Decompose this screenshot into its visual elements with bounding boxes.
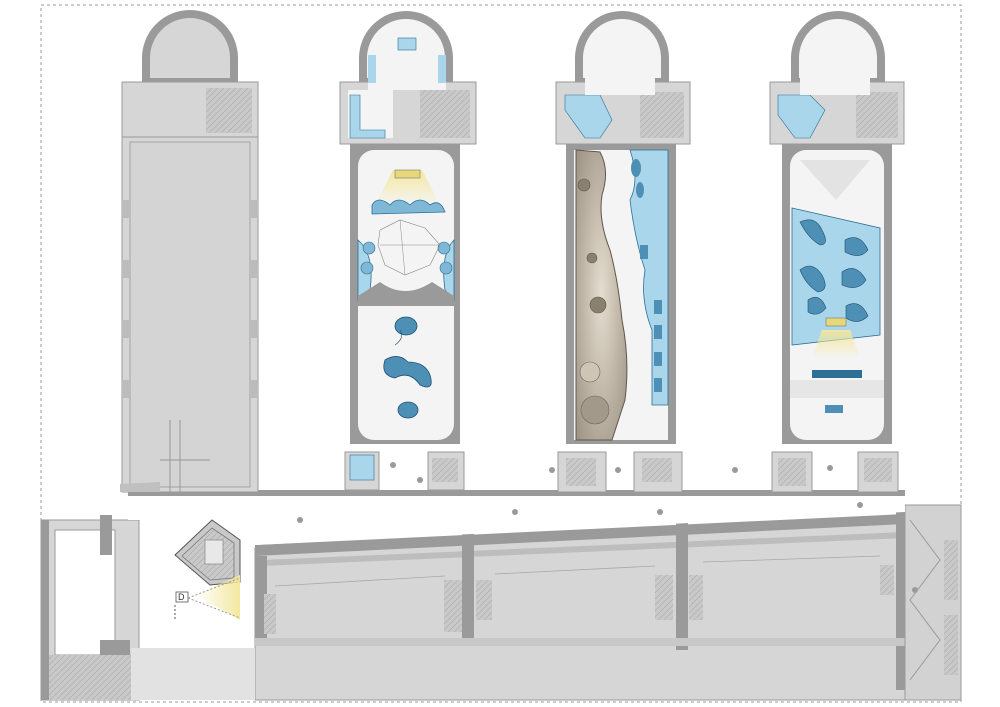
wing-1 (120, 10, 259, 495)
left-lobby (40, 515, 255, 701)
drawing-border (40, 4, 962, 703)
entrance-kiosk: D (174, 519, 241, 620)
marker-label: D (178, 592, 185, 602)
wing-4 (769, 11, 905, 493)
lower-hall (254, 504, 962, 701)
wing-3 (555, 11, 691, 493)
people-figures (297, 462, 918, 593)
wing-2 (339, 11, 477, 491)
main-corridor (128, 492, 905, 648)
